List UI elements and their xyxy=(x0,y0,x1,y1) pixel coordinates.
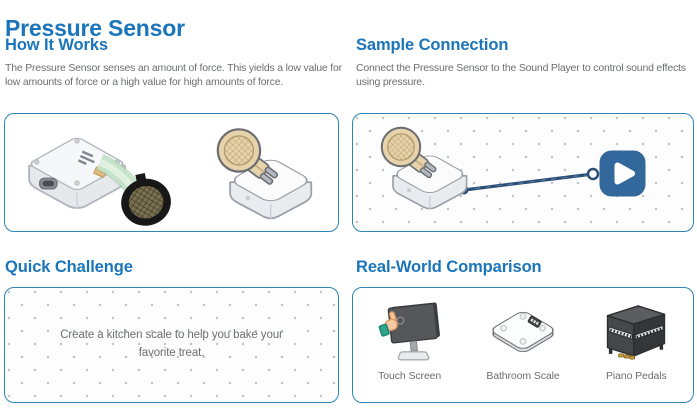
sound-player-icon xyxy=(599,150,646,197)
pressure-sensor-illustration xyxy=(195,124,327,221)
wire-end-dot xyxy=(586,167,600,181)
touch-screen-icon xyxy=(360,299,460,365)
sample-connection-body: Connect the Pressure Sensor to the Sound… xyxy=(356,61,686,88)
bathroom-scale-icon xyxy=(473,299,573,365)
how-it-works-heading: How It Works xyxy=(5,36,109,54)
quick-challenge-text: Create a kitchen scale to help you bake … xyxy=(60,329,283,359)
real-world-item-label: Bathroom Scale xyxy=(486,370,560,382)
quick-challenge-card: Create a kitchen scale to help you bake … xyxy=(4,287,339,403)
pressure-sensor-photo xyxy=(17,116,185,231)
how-it-works-body: The Pressure Sensor senses an amount of … xyxy=(5,61,342,88)
real-world-comparison-card: Touch Screen Bathroom Scale Piano Pedals xyxy=(352,287,694,403)
real-world-item-label: Piano Pedals xyxy=(605,370,667,382)
sample-connection-card xyxy=(352,113,694,232)
real-world-item-piano-pedals: Piano Pedals xyxy=(580,288,693,402)
real-world-items: Touch Screen Bathroom Scale Piano Pedals xyxy=(353,288,693,402)
quick-challenge-heading: Quick Challenge xyxy=(5,258,133,276)
sample-connection-heading: Sample Connection xyxy=(356,36,509,54)
pressure-sensor-illustration xyxy=(369,122,473,212)
real-world-item-bathroom-scale: Bathroom Scale xyxy=(466,288,579,402)
real-world-item-touch-screen: Touch Screen xyxy=(353,288,466,402)
play-icon xyxy=(614,162,635,185)
piano-pedals-icon xyxy=(586,299,686,365)
real-world-item-label: Touch Screen xyxy=(378,370,442,382)
how-it-works-card xyxy=(4,113,339,232)
real-world-comparison-heading: Real-World Comparison xyxy=(356,258,542,276)
page-title: Pressure Sensor xyxy=(5,15,185,42)
